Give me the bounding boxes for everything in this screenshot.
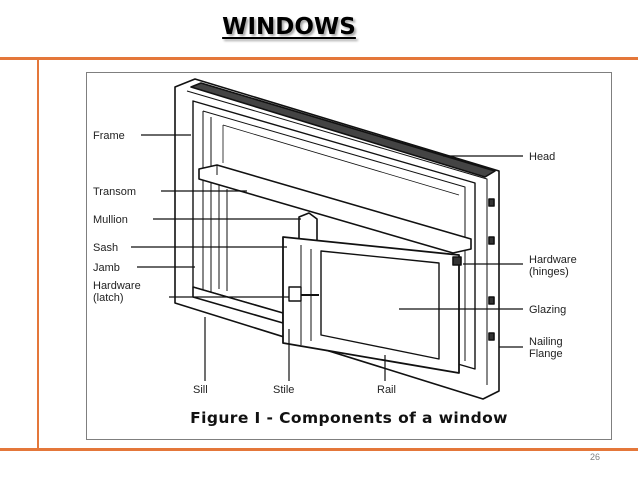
left-divider [37,60,39,448]
slide-title: WINDOWS [222,14,356,40]
label-hardware-hinges-2: (hinges) [529,266,569,278]
hinge-block-3 [488,296,495,305]
label-frame: Frame [93,130,125,142]
hinge-block [488,198,495,207]
label-rail: Rail [377,384,396,396]
label-sash: Sash [93,242,118,254]
label-hardware-hinges-1: Hardware [529,254,577,266]
hinge-block-4 [488,332,495,341]
upper-glass-line [222,124,460,196]
label-stile: Stile [273,384,294,396]
label-sill: Sill [193,384,208,396]
sash-hinge [452,256,462,266]
bottom-divider [0,448,638,451]
flange-inner-edge [186,90,488,385]
label-nailing-flange-2: Flange [529,348,563,360]
figure-caption: Figure I - Components of a window [190,409,508,427]
label-transom: Transom [93,186,136,198]
label-hardware-latch-2: (latch) [93,292,124,304]
top-divider [0,57,638,60]
label-hardware-latch-1: Hardware [93,280,141,292]
latch-handle [288,286,302,302]
hinge-block-2 [488,236,495,245]
window-components-figure: Frame Transom Mullion Sash Jamb Hardware… [86,72,612,440]
label-jamb: Jamb [93,262,120,274]
sash-glazing [320,250,440,360]
label-mullion: Mullion [93,214,128,226]
frame-inner-line [202,110,466,361]
label-glazing: Glazing [529,304,566,316]
label-head: Head [529,151,555,163]
slide-number: 26 [589,452,600,462]
label-nailing-flange-1: Nailing [529,336,563,348]
window-diagram: Frame Transom Mullion Sash Jamb Hardware… [93,78,577,400]
head-strip [190,82,496,178]
